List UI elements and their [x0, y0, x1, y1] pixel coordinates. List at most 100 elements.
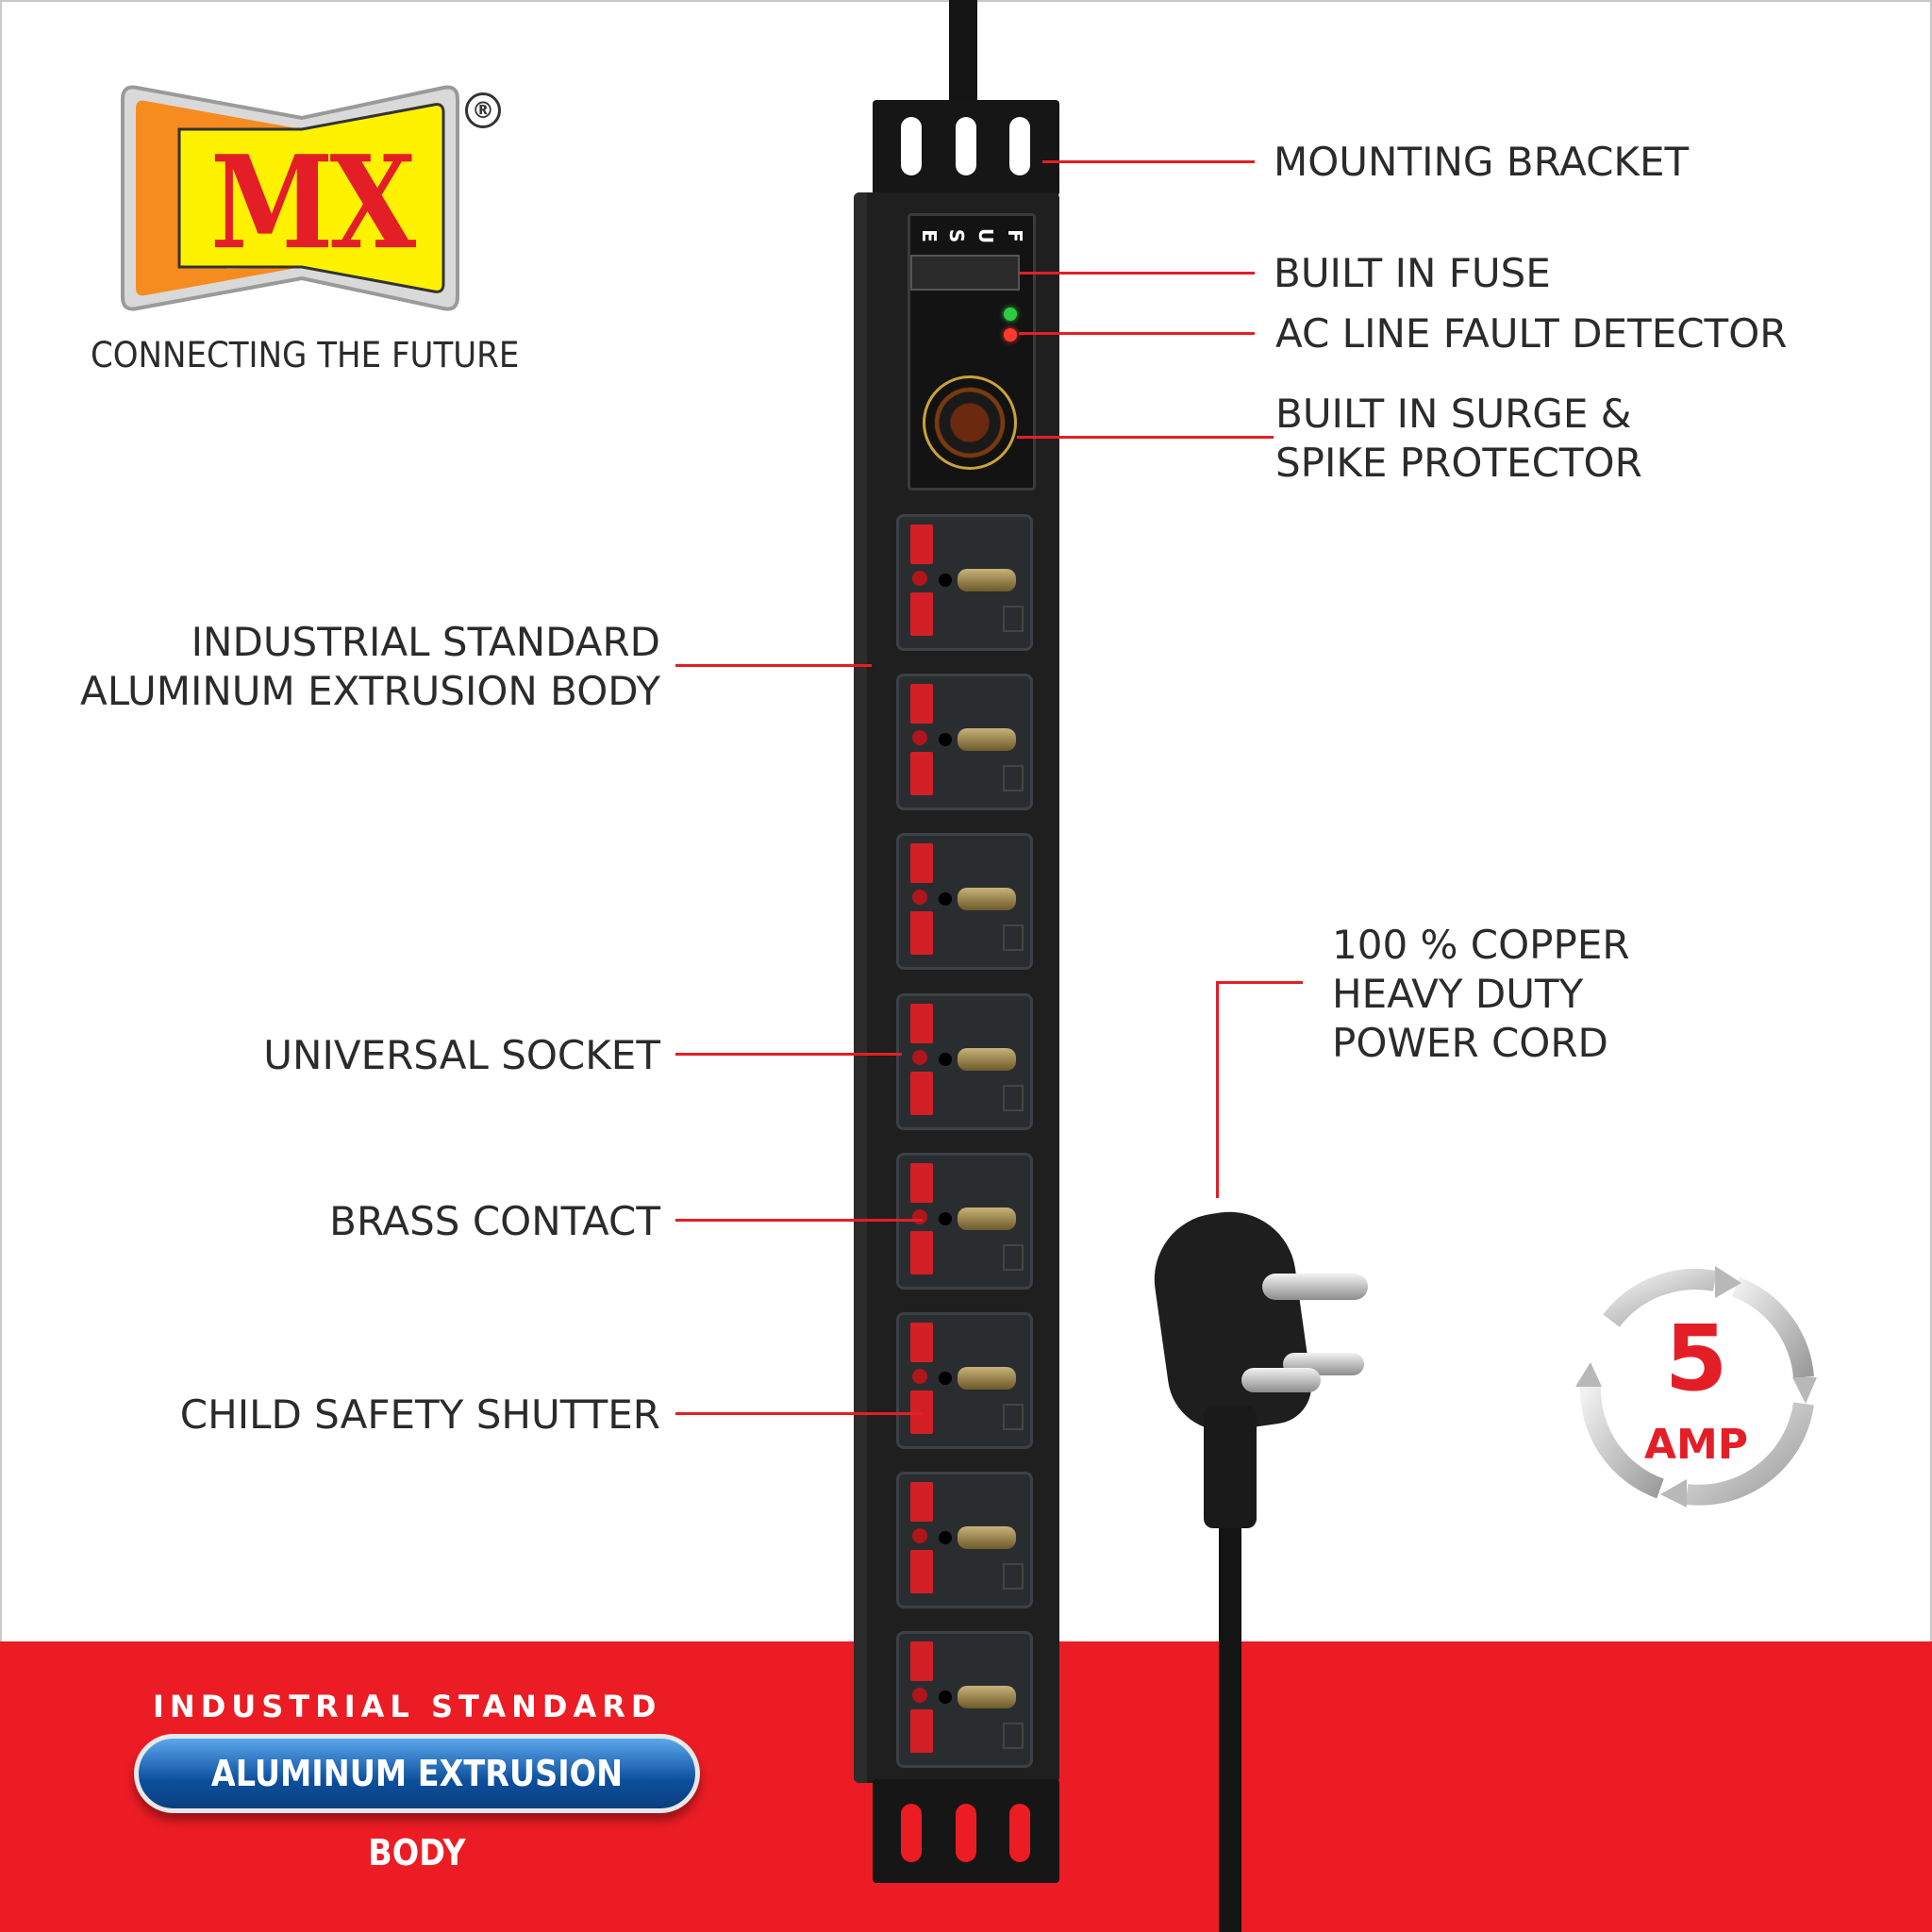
- brass-contact: [958, 728, 1016, 751]
- bottom-mounting-bracket: [873, 1779, 1059, 1883]
- brass-contact: [958, 1526, 1016, 1549]
- shutter-top: [910, 1323, 933, 1362]
- earth-dot: [912, 1209, 927, 1224]
- socket-hole: [939, 1053, 952, 1066]
- registered-mark: ®: [465, 92, 501, 128]
- leader-line-socket: [675, 1053, 902, 1056]
- top-mounting-bracket: [873, 100, 1059, 196]
- socket-hole: [939, 892, 952, 906]
- brass-contact: [958, 1048, 1016, 1071]
- socket-logo: [1003, 1563, 1024, 1590]
- amp-unit: AMP: [1643, 1421, 1749, 1469]
- callout-cord-line2: HEAVY DUTY: [1332, 971, 1584, 1017]
- universal-socket[interactable]: [896, 833, 1033, 970]
- socket-logo: [1003, 1085, 1024, 1111]
- universal-socket[interactable]: [896, 993, 1033, 1130]
- shutter-bottom: [910, 1550, 933, 1593]
- brand-tagline: CONNECTING THE FUTURE: [91, 335, 520, 375]
- socket-hole: [939, 1531, 952, 1544]
- socket-logo: [1003, 1723, 1024, 1749]
- shutter-bottom: [910, 1072, 933, 1115]
- amp-value: 5: [1664, 1306, 1728, 1411]
- socket-logo: [1003, 765, 1024, 791]
- universal-socket[interactable]: [896, 1312, 1033, 1449]
- socket-hole: [939, 1372, 952, 1385]
- shutter-top: [910, 1482, 933, 1522]
- shutter-bottom: [910, 592, 933, 636]
- earth-dot: [912, 890, 927, 905]
- badge-pill: [134, 1734, 700, 1813]
- brass-contact: [958, 1686, 1016, 1708]
- callout-surge-line2: SPIKE PROTECTOR: [1275, 440, 1642, 486]
- callout-cord-line1: 100 % COPPER: [1332, 922, 1630, 968]
- callout-body-line2: ALUMINUM EXTRUSION BODY: [79, 668, 660, 714]
- leader-line-fault-detector: [1019, 332, 1255, 335]
- shutter-top: [910, 684, 933, 724]
- plug-strain-relief: [1204, 1406, 1257, 1528]
- brass-contact: [958, 888, 1016, 910]
- leader-line-mounting: [1042, 160, 1255, 163]
- shutter-bottom: [910, 1709, 933, 1753]
- leader-line-fuse: [1019, 272, 1255, 275]
- universal-socket[interactable]: [896, 1631, 1033, 1768]
- leader-line-brass: [675, 1219, 923, 1222]
- universal-socket[interactable]: [896, 1153, 1033, 1290]
- socket-logo: [1003, 1244, 1024, 1271]
- leader-line-surge: [1017, 436, 1274, 439]
- callout-child-safety-shutter: CHILD SAFETY SHUTTER: [179, 1391, 660, 1438]
- socket-logo: [1003, 1404, 1024, 1430]
- universal-socket[interactable]: [896, 514, 1033, 651]
- callout-brass-contact: BRASS CONTACT: [329, 1198, 660, 1244]
- fuse-holder[interactable]: [910, 255, 1020, 291]
- socket-logo: [1003, 606, 1024, 632]
- callout-built-in-fuse: BUILT IN FUSE: [1274, 250, 1551, 296]
- bracket-slot: [901, 117, 922, 175]
- red-led-indicator: [1004, 328, 1017, 341]
- socket-logo: [1003, 924, 1024, 951]
- power-cord-top: [949, 0, 977, 104]
- socket-hole: [939, 1212, 952, 1225]
- bracket-slot: [956, 1804, 976, 1862]
- earth-dot: [912, 1050, 927, 1065]
- badge-pill-text: ALUMINUM EXTRUSION BODY: [210, 1753, 624, 1874]
- universal-socket[interactable]: [896, 674, 1033, 810]
- earth-dot: [912, 1369, 927, 1384]
- shutter-bottom: [910, 911, 933, 955]
- brass-contact: [958, 1367, 1016, 1390]
- shutter-top: [910, 1004, 933, 1043]
- callout-body-line1: INDUSTRIAL STANDARD: [191, 619, 660, 665]
- strip-edge-highlight: [854, 192, 867, 1783]
- earth-dot: [912, 571, 927, 586]
- brass-contact: [958, 1208, 1016, 1230]
- callout-universal-socket: UNIVERSAL SOCKET: [263, 1032, 660, 1078]
- shutter-bottom: [910, 752, 933, 795]
- plug-pin: [1241, 1368, 1321, 1392]
- badge-title: INDUSTRIAL STANDARD: [153, 1689, 662, 1724]
- shutter-top: [910, 525, 933, 564]
- shutter-top: [910, 1641, 933, 1681]
- callout-ac-line-fault-detector: AC LINE FAULT DETECTOR: [1275, 310, 1788, 357]
- bracket-slot: [1009, 1804, 1030, 1862]
- callout-surge-line1: BUILT IN SURGE &: [1275, 391, 1632, 437]
- callout-cord-line3: POWER CORD: [1332, 1020, 1608, 1066]
- earth-dot: [912, 730, 927, 745]
- socket-hole: [939, 733, 952, 746]
- green-led-indicator: [1004, 308, 1017, 321]
- bracket-slot: [1009, 117, 1030, 175]
- brass-contact: [958, 569, 1016, 591]
- shutter-top: [910, 1163, 933, 1203]
- logo-wordmark: MX: [209, 126, 416, 278]
- leader-line-shutter: [675, 1412, 923, 1415]
- fuse-label: E S U F: [917, 227, 1026, 244]
- bracket-slot: [901, 1804, 922, 1862]
- socket-hole: [939, 1690, 952, 1704]
- bracket-slot: [956, 117, 976, 175]
- leader-line-cord-vertical: [1216, 981, 1219, 1198]
- shutter-top: [910, 843, 933, 883]
- earth-dot: [912, 1528, 927, 1543]
- leader-line-body: [675, 664, 872, 667]
- universal-socket[interactable]: [896, 1472, 1033, 1608]
- plug-pin: [1262, 1274, 1368, 1300]
- socket-hole: [939, 574, 952, 587]
- callout-mounting-bracket: MOUNTING BRACKET: [1274, 139, 1690, 185]
